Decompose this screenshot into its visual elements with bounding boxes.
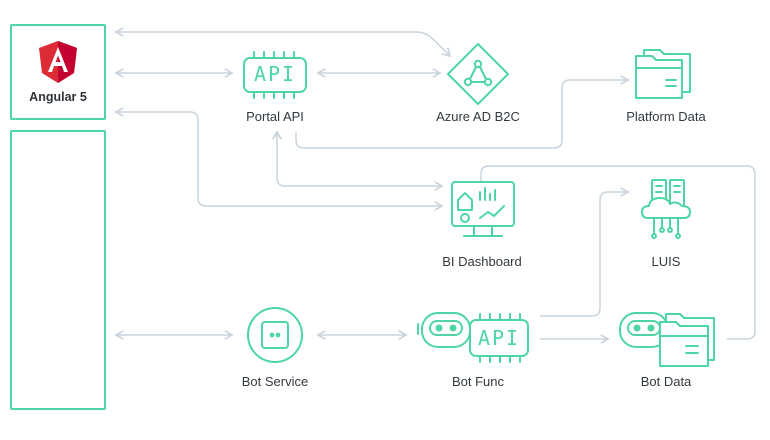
connector-angular-azure <box>114 27 452 58</box>
bot-func-icon-text: API <box>478 326 520 350</box>
connector-angular-bi-dashboard <box>114 107 444 211</box>
frontend-box: Angular 5 <box>10 24 106 120</box>
api-icon <box>469 313 529 363</box>
robot-icon <box>417 312 475 348</box>
angular-label: Angular 5 <box>29 90 87 104</box>
portal-api-icon-text: API <box>254 62 296 86</box>
dashboard-icon <box>451 181 515 237</box>
connector-portal-api-platform-data <box>295 75 630 149</box>
bi-dashboard-label: BI Dashboard <box>442 254 522 269</box>
bot-service-icon <box>247 307 303 363</box>
azure-ad-b2c-icon <box>447 43 509 105</box>
connector-bi-dashboard-bot-data <box>480 165 756 340</box>
luis-icon <box>641 179 691 239</box>
folder-icon <box>635 49 691 99</box>
connectors <box>114 27 756 344</box>
platform-data-label: Platform Data <box>626 109 706 124</box>
bot-service-label: Bot Service <box>241 374 309 389</box>
connector-portal-api-bi-dashboard <box>272 130 444 191</box>
bot-func-label: Bot Func <box>451 374 505 389</box>
folder-icon <box>659 313 715 367</box>
portal-api-label: Portal API <box>246 109 304 124</box>
luis-label: LUIS <box>651 254 681 269</box>
api-icon <box>243 51 307 99</box>
bot-data-label: Bot Data <box>640 374 692 389</box>
connector-bot-func-luis <box>540 187 630 317</box>
angular-icon <box>39 41 77 83</box>
azure-ad-b2c-label: Azure AD B2C <box>436 109 520 124</box>
channels-box <box>10 130 106 410</box>
